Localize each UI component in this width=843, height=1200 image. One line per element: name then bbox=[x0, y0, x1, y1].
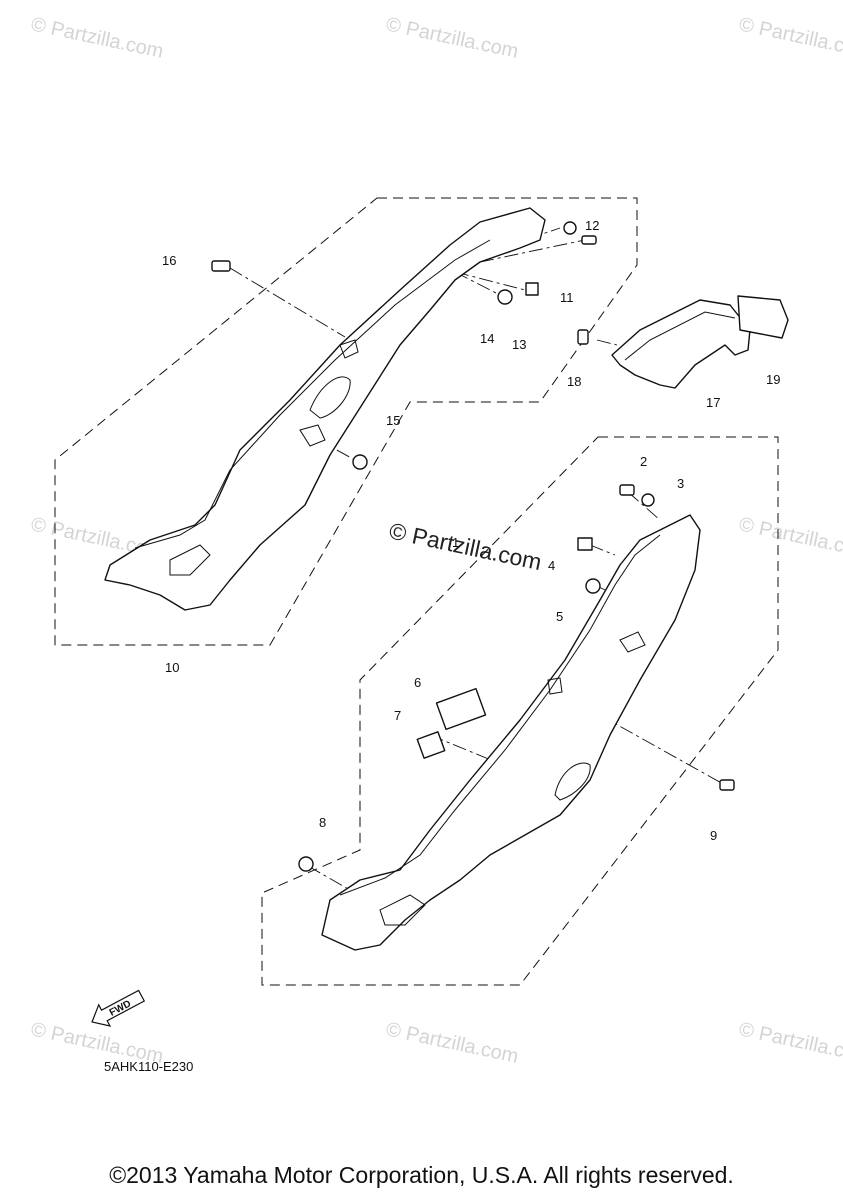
callout-2: 2 bbox=[640, 454, 647, 469]
callout-17: 17 bbox=[706, 395, 720, 410]
callout-5: 5 bbox=[556, 609, 563, 624]
callout-12: 12 bbox=[585, 218, 599, 233]
grommet-15 bbox=[352, 454, 368, 470]
callout-13: 13 bbox=[512, 337, 526, 352]
grommet-14 bbox=[497, 289, 513, 305]
upper-side-cover bbox=[104, 207, 546, 611]
callout-6: 6 bbox=[414, 675, 421, 690]
watermark: © Partzilla.com bbox=[737, 513, 843, 563]
watermark: © Partzilla.com bbox=[384, 13, 520, 63]
fwd-label: FWD bbox=[108, 998, 133, 1018]
callout-3: 3 bbox=[677, 476, 684, 491]
bolt-16 bbox=[211, 260, 231, 272]
watermark: © Partzilla.com bbox=[29, 13, 165, 63]
fasteners bbox=[211, 221, 735, 872]
callout-9: 9 bbox=[710, 828, 717, 843]
rear-cover-assembly bbox=[611, 295, 789, 389]
nut-4 bbox=[577, 537, 593, 551]
upper-group-outline bbox=[54, 197, 638, 646]
bolt-18 bbox=[577, 329, 589, 345]
callout-16: 16 bbox=[162, 253, 176, 268]
lower-group-outline bbox=[261, 436, 779, 986]
copyright-notice: ©2013 Yamaha Motor Corporation, U.S.A. A… bbox=[109, 1162, 734, 1188]
callout-4: 4 bbox=[548, 558, 555, 573]
lower-side-cover bbox=[321, 514, 701, 951]
callout-labels: 16 12 11 14 13 15 18 17 19 10 2 3 1 4 5 … bbox=[162, 218, 780, 843]
callout-8: 8 bbox=[319, 815, 326, 830]
callout-15: 15 bbox=[386, 413, 400, 428]
bolt-2 bbox=[619, 484, 635, 496]
reference-code: 5AHK110-E230 bbox=[104, 1059, 193, 1074]
grommet-5 bbox=[585, 578, 601, 594]
watermark: © Partzilla.com bbox=[384, 1018, 520, 1068]
watermark: © Partzilla.com bbox=[737, 1018, 843, 1068]
washer-3 bbox=[641, 493, 655, 507]
callout-14: 14 bbox=[480, 331, 494, 346]
label-6 bbox=[435, 687, 487, 731]
callout-10: 10 bbox=[165, 660, 179, 675]
nut-13 bbox=[525, 282, 539, 296]
callout-7: 7 bbox=[394, 708, 401, 723]
grommet-8 bbox=[298, 856, 314, 872]
callout-18: 18 bbox=[567, 374, 581, 389]
washer-12 bbox=[563, 221, 577, 235]
label-7 bbox=[416, 731, 446, 759]
watermark: © Partzilla.com bbox=[737, 13, 843, 63]
fwd-arrow: FWD bbox=[91, 989, 146, 1027]
bolt-11 bbox=[581, 235, 597, 245]
center-watermark: © Partzilla.com bbox=[387, 517, 544, 575]
bolt-9 bbox=[719, 779, 735, 791]
callout-1: 1 bbox=[452, 535, 459, 550]
callout-11: 11 bbox=[560, 290, 574, 305]
callout-19: 19 bbox=[766, 372, 780, 387]
